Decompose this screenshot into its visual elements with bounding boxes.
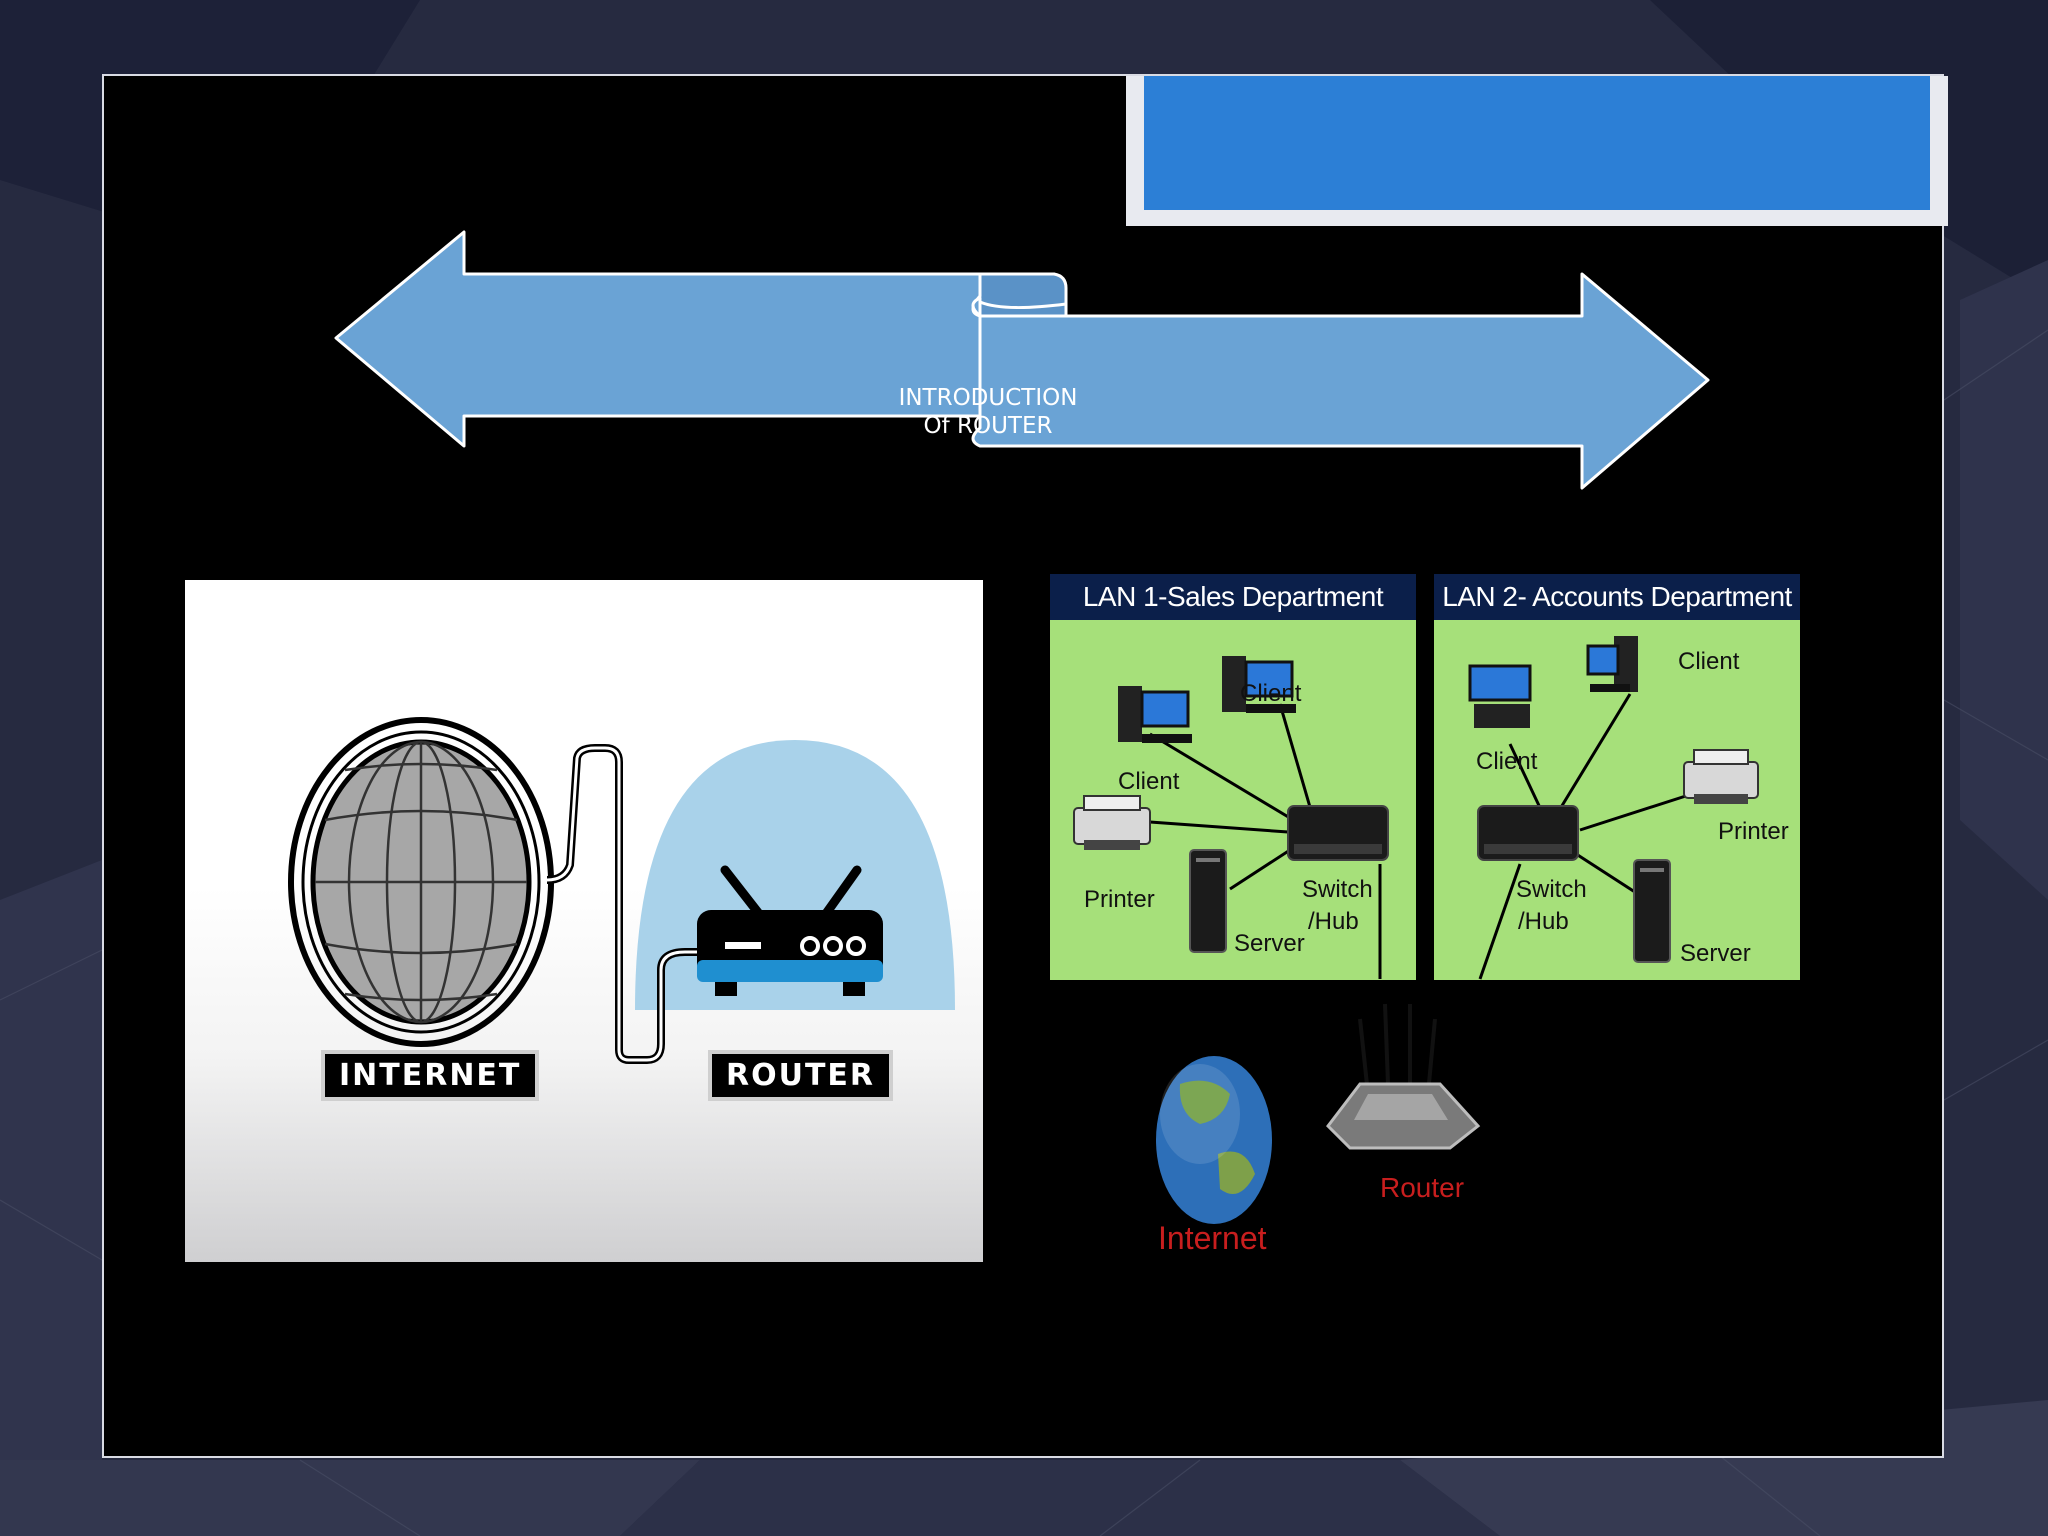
lan2-printer-label: Printer [1718,818,1789,845]
lan1-printer-icon [1073,795,1151,850]
lan1-client-icon-a [1118,686,1192,743]
earth-icon [1156,1056,1272,1224]
lan2-title: LAN 2- Accounts Department [1434,574,1800,620]
arrow-text-line1: INTRODUCTION [898,385,1078,411]
lan2-printer-icon [1683,749,1759,804]
lan1-client-label-b: Client [1118,768,1180,795]
lan1-title: LAN 1-Sales Department [1050,574,1416,620]
arrow-text: INTRODUCTION Of ROUTER [874,384,1102,440]
lan2-client-label-a: Client [1678,648,1740,675]
lan2-server-label: Server [1680,940,1751,967]
lan1-switch-icon [1287,805,1389,861]
intro-arrow [334,230,1710,490]
lan1-switch-label-2: /Hub [1308,908,1359,935]
arrow-right-part [971,272,1710,490]
internet-red-label: Internet [1158,1220,1267,1256]
arrow-fold [971,272,1068,318]
lan2-client-icon-b [1586,636,1638,692]
router-red-label: Router [1380,1172,1465,1203]
lan-drawing [1073,636,1759,1224]
internet-router-illustration: INTERNET ROUTER [185,580,983,1262]
lan1-server-icon [1189,849,1227,953]
router-icon [697,865,883,996]
lan1-client-label-a: Client [1240,680,1302,707]
lan1-server-label: Server [1234,930,1305,957]
router-device-icon [1326,1003,1481,1150]
router-label: ROUTER [708,1050,894,1101]
lan2-switch-label-2: /Hub [1518,908,1569,935]
title-fill [1144,76,1930,210]
internet-label: INTERNET [321,1050,540,1101]
lan2-client-icon-a [1468,664,1532,728]
lan2-switch-label-1: Switch [1516,876,1587,903]
lan2-server-icon [1633,859,1671,963]
lan1-client-icon-b [1222,656,1296,713]
lan-network-diagram: LAN 1-Sales Department LAN 2- Accounts D… [1050,574,1800,1274]
lan1-switch-label-1: Switch [1302,876,1373,903]
lan2-switch-icon [1477,805,1579,861]
lan2-client-label-b: Client [1476,748,1538,775]
arrow-text-line2: Of ROUTER [923,413,1053,439]
internet-router-drawing [288,717,955,1064]
lan1-printer-label: Printer [1084,886,1155,913]
title-placeholder[interactable] [1126,76,1948,226]
